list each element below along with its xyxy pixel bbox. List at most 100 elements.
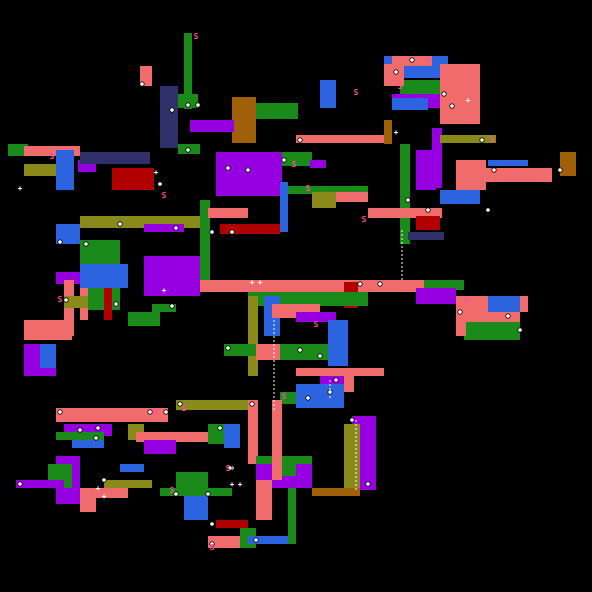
map-room-red [104, 288, 112, 320]
door-dot-icon [557, 167, 563, 173]
map-room-green [56, 432, 104, 440]
map-room-purple [216, 152, 282, 196]
map-room-green [288, 488, 296, 544]
map-room-purple [296, 312, 336, 322]
map-room-pink [272, 400, 282, 480]
door-dot-icon [457, 309, 463, 315]
door-dot-icon [357, 281, 363, 287]
map-room-pink [56, 408, 168, 422]
save-point-label: S [226, 464, 231, 473]
cross-tile-icon: + [238, 480, 243, 489]
map-room-purple [144, 256, 200, 296]
map-room-green [288, 186, 368, 194]
save-point-label: S [354, 88, 359, 97]
map-room-pink [456, 312, 520, 322]
door-dot-icon [377, 281, 383, 287]
map-room-purple [16, 480, 64, 488]
door-dot-icon [185, 147, 191, 153]
door-dot-icon [405, 197, 411, 203]
map-room-pink [248, 400, 258, 464]
map-room-olive [176, 400, 248, 410]
map-room-blue [56, 150, 74, 190]
map-room-pink [480, 168, 552, 182]
map-room-pink [140, 66, 152, 86]
door-dot-icon [205, 491, 211, 497]
door-dot-icon [147, 409, 153, 415]
map-room-pink [256, 344, 280, 360]
door-dot-icon [229, 229, 235, 235]
door-dot-icon [169, 303, 175, 309]
map-room-green [256, 456, 312, 464]
door-dot-icon [17, 481, 23, 487]
save-point-label: S [314, 320, 319, 329]
map-room-blue [320, 80, 336, 108]
door-dot-icon [57, 409, 63, 415]
door-dot-icon [349, 417, 355, 423]
map-room-purple [432, 128, 442, 188]
map-room-purple [310, 160, 326, 168]
door-dot-icon [169, 107, 175, 113]
door-dot-icon [441, 91, 447, 97]
map-room-blue [248, 536, 296, 544]
save-point-label: S [306, 184, 311, 193]
map-room-pink [336, 192, 368, 202]
door-dot-icon [297, 137, 303, 143]
save-point-label: S [362, 215, 367, 224]
map-room-navy [160, 86, 178, 148]
map-room-green [256, 103, 298, 119]
cross-tile-icon: + [258, 278, 263, 287]
door-dot-icon [117, 221, 123, 227]
map-room-blue [80, 264, 128, 288]
door-dot-icon [113, 301, 119, 307]
save-point-label: S [170, 486, 175, 495]
door-dot-icon [249, 401, 255, 407]
door-dot-icon [77, 427, 83, 433]
door-dot-icon [393, 69, 399, 75]
map-room-green [184, 33, 192, 109]
map-room-olive [312, 192, 336, 208]
door-dot-icon [95, 425, 101, 431]
map-room-pink [384, 64, 404, 86]
map-room-purple [144, 224, 184, 232]
save-point-label: S [154, 408, 159, 417]
map-room-blue [296, 384, 344, 408]
save-point-label: S [398, 82, 403, 91]
door-dot-icon [225, 345, 231, 351]
map-room-green [280, 392, 296, 404]
map-room-pink [24, 146, 80, 156]
map-room-pink [200, 280, 440, 292]
map-room-pink [296, 368, 384, 376]
cross-tile-icon: + [230, 480, 235, 489]
save-point-label: S [182, 404, 187, 413]
door-dot-icon [209, 521, 215, 527]
cross-tile-icon: + [18, 184, 23, 193]
door-dot-icon [209, 229, 215, 235]
door-dot-icon [517, 327, 523, 333]
map-room-pink [440, 64, 480, 124]
map-room-blue [120, 464, 144, 472]
map-room-green [152, 304, 176, 312]
cross-tile-icon: + [466, 96, 471, 105]
map-room-pink [136, 432, 208, 442]
map-room-green [400, 144, 410, 244]
map-room-purple [416, 288, 456, 304]
door-dot-icon [195, 102, 201, 108]
map-room-navy [80, 152, 150, 164]
map-room-blue [392, 98, 428, 110]
door-dot-icon [281, 157, 287, 163]
door-dot-icon [305, 395, 311, 401]
door-dot-icon [93, 435, 99, 441]
door-dot-icon [297, 347, 303, 353]
map-room-brown [384, 120, 392, 144]
map-room-green [176, 472, 208, 492]
map-room-green [200, 200, 210, 280]
cross-tile-icon: + [102, 492, 107, 501]
door-dot-icon [209, 541, 215, 547]
map-room-brown [232, 97, 256, 143]
map-room-pink [208, 536, 248, 548]
save-point-label: S [282, 392, 287, 401]
door-dot-icon [173, 225, 179, 231]
map-room-navy [408, 232, 444, 240]
